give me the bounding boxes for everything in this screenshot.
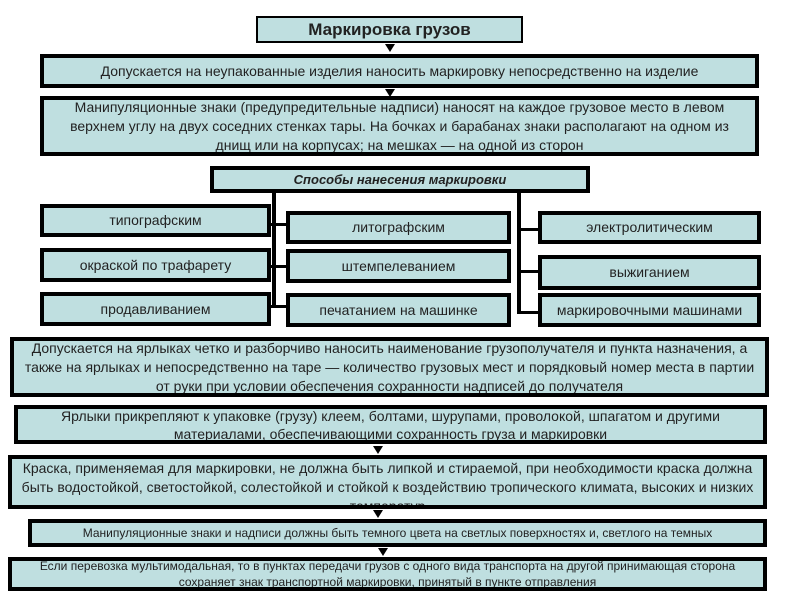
title-box: Маркировка грузов (256, 16, 523, 43)
paint-box: Краска, применяемая для маркировки, не д… (8, 455, 767, 509)
method-embossing: продавливанием (40, 292, 271, 326)
method-typographic: типографским (40, 204, 271, 237)
multimodal-box: Если перевозка мультимодальная, то в пун… (8, 557, 767, 591)
unpacked-box: Допускается на неупакованные изделия нан… (40, 54, 759, 88)
connector-line (272, 193, 276, 307)
method-electrolytic: электролитическим (538, 211, 761, 244)
manipulation-box: Манипуляционные знаки (предупредительные… (40, 96, 759, 156)
arrow-icon (373, 510, 383, 518)
method-stamping: штемпелеванием (286, 249, 511, 283)
method-burning: выжиганием (538, 255, 761, 290)
connector-line (268, 223, 288, 226)
method-machines: маркировочными машинами (538, 293, 761, 327)
methods-header: Способы нанесения маркировки (210, 166, 590, 193)
connector-line (519, 311, 539, 314)
connector-line (519, 270, 539, 273)
connector-line (268, 265, 288, 268)
arrow-icon (373, 446, 383, 454)
labels-box: Допускается на ярлыках четко и разборчив… (10, 337, 769, 397)
method-lithographic: литографским (286, 211, 511, 244)
arrow-icon (385, 44, 395, 52)
method-typing: печатанием на машинке (286, 293, 511, 327)
method-stencil: окраской по трафарету (40, 248, 271, 282)
arrow-icon (378, 548, 388, 556)
arrow-icon (385, 89, 395, 97)
connector-line (268, 305, 288, 308)
color-box: Манипуляционные знаки и надписи должны б… (28, 519, 767, 547)
connector-line (519, 228, 539, 231)
connector-line (517, 193, 521, 314)
attach-box: Ярлыки прикрепляют к упаковке (грузу) кл… (14, 405, 767, 444)
